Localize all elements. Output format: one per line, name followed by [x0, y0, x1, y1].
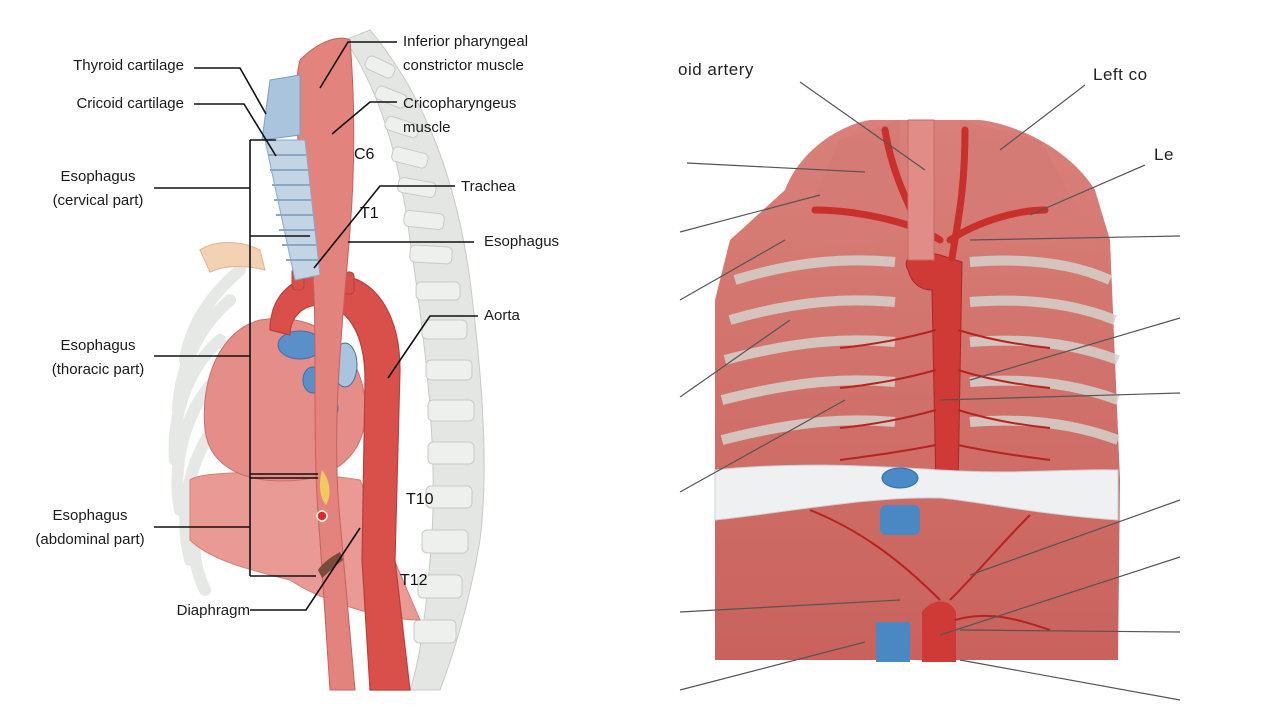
vertebra-t12: T12: [400, 572, 428, 589]
inferior-vena-cava-top: [881, 467, 919, 489]
diaphragm-band: [714, 464, 1119, 521]
trachea: [264, 139, 321, 281]
esophagus-lateral-diagram: Thyroid cartilage Cricoid cartilage Esop…: [28, 29, 560, 691]
label-carotid-artery: oid artery: [678, 60, 754, 79]
label-esophagus-thoracic: Esophagus (thoracic part): [44, 334, 152, 382]
label-left-branch: Le: [1154, 145, 1174, 164]
label-trachea: Trachea: [461, 178, 516, 195]
anterior-illustration: [679, 81, 1181, 701]
intercostal-arteries: [839, 329, 1051, 461]
abdominal-aorta: [922, 601, 956, 662]
label-diaphragm: Diaphragm: [176, 602, 250, 619]
label-text: (thoracic part): [51, 361, 145, 378]
vertebra-c6: C6: [354, 146, 375, 163]
ribs: [168, 264, 246, 596]
vertebra-t10: T10: [406, 491, 434, 508]
label-esophagus: Esophagus: [484, 233, 560, 250]
label-text: Cricopharyngeus: [403, 95, 517, 112]
leader-lines: [154, 41, 478, 611]
spine: [344, 29, 485, 691]
ribcage: [720, 255, 1120, 445]
gland: [319, 470, 330, 505]
label-text: Inferior pharyngeal: [403, 33, 529, 50]
lateral-illustration: [154, 29, 485, 691]
label-aorta: Aorta: [484, 307, 520, 324]
thyroid-cartilage-shape: [261, 74, 301, 141]
label-text: (cervical part): [52, 192, 144, 209]
clavicle: [199, 242, 266, 273]
hiatus-marker: [316, 510, 328, 522]
label-text: Esophagus: [60, 168, 136, 185]
thorax-anterior-illustration: oid artery Left co Le: [640, 0, 1280, 720]
label-cricopharyngeus: Cricopharyngeus muscle: [403, 92, 516, 140]
stomach-fibres: [318, 552, 343, 578]
inferior-vena-cava: [880, 505, 920, 535]
label-text: (abdominal part): [35, 531, 145, 548]
inferior-vena-cava-lower: [876, 622, 910, 662]
thoracic-wall: [715, 120, 1120, 660]
esophagus-tube: [907, 119, 935, 261]
label-thyroid-cartilage: Thyroid cartilage: [73, 57, 184, 74]
label-inferior-pharyngeal-constrictor: Inferior pharyngeal constrictor muscle: [403, 30, 528, 78]
label-text: muscle: [403, 119, 451, 136]
label-esophagus-cervical: Esophagus (cervical part): [46, 165, 150, 213]
label-text: Esophagus: [52, 507, 128, 524]
label-cricoid-cartilage: Cricoid cartilage: [76, 95, 184, 112]
label-text: Esophagus: [60, 337, 136, 354]
label-esophagus-abdominal: Esophagus (abdominal part): [28, 504, 152, 552]
leader-lines: [679, 81, 1181, 701]
abdominal-arteries: [809, 509, 1051, 631]
label-left-common: Left co: [1093, 65, 1148, 84]
label-text: constrictor muscle: [403, 57, 524, 74]
vertebra-t1: T1: [360, 205, 379, 222]
